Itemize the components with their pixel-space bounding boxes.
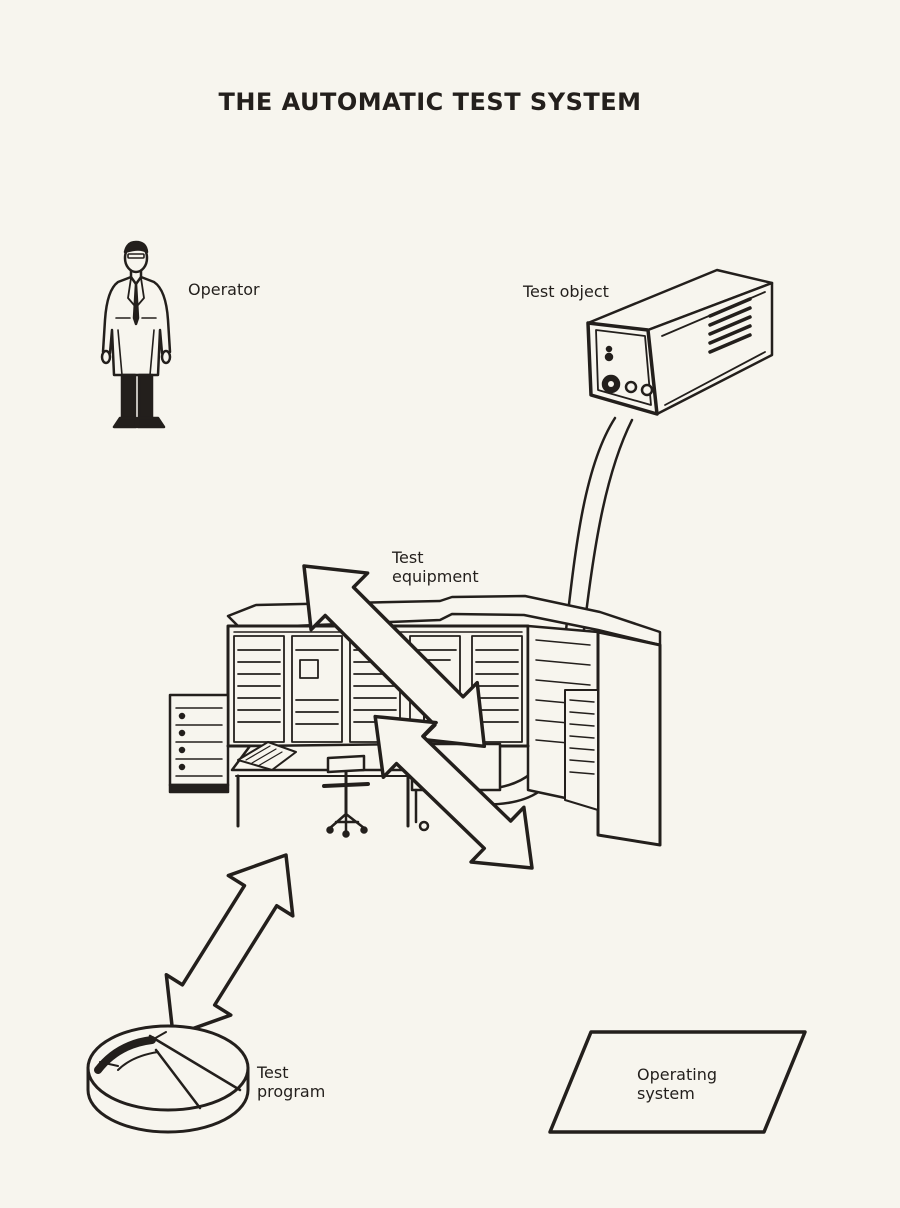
- page-title: THE AUTOMATIC TEST SYSTEM: [218, 88, 642, 116]
- test-equipment-label-line-1: Test: [392, 548, 424, 567]
- double-arrow-test-program: [141, 835, 318, 1056]
- operator-figure: [102, 242, 170, 427]
- test-program-label: Test program: [257, 1063, 325, 1101]
- operating-system-box: [550, 1032, 805, 1132]
- operator-label-line-1: Operator: [188, 280, 260, 299]
- test-equipment-label: Test equipment: [392, 548, 479, 586]
- test-object-label: Test object: [523, 282, 609, 301]
- test-object-label-line-1: Test object: [523, 282, 609, 301]
- double-arrow-operator: [276, 538, 513, 775]
- test-program-disk: [88, 1026, 248, 1132]
- test-equipment-label-line-2: equipment: [392, 567, 479, 586]
- test-program-label-line-2: program: [257, 1082, 326, 1101]
- operator-label: Operator: [188, 280, 260, 299]
- double-arrow-operating-system: [349, 689, 559, 895]
- test-object-box: [588, 270, 772, 414]
- operating-system-label-line-2: system: [637, 1084, 695, 1103]
- test-program-label-line-1: Test: [257, 1063, 289, 1082]
- operating-system-label-line-1: Operating: [637, 1065, 717, 1084]
- operating-system-label: Operating system: [637, 1065, 717, 1103]
